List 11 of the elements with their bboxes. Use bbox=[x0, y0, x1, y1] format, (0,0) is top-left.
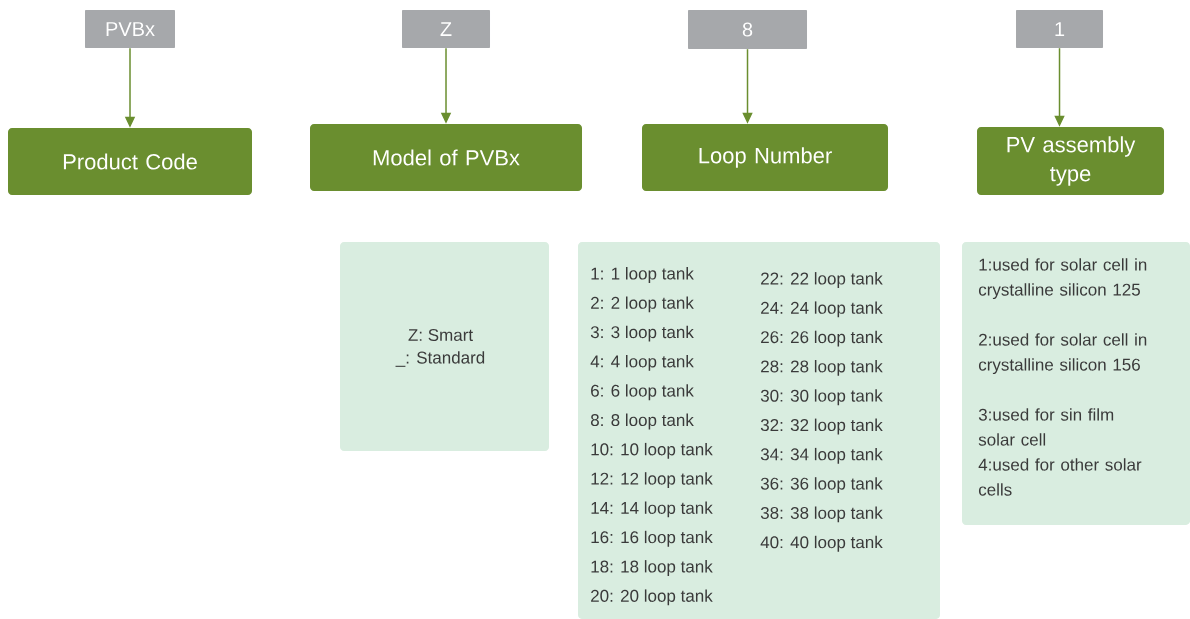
tag-box: Z bbox=[402, 10, 490, 48]
category-box: PV assembly type bbox=[977, 127, 1164, 195]
tag-box: 8 bbox=[688, 10, 807, 49]
option-panel: 1:used for solar cell in crystalline silicon 125 2:used for solar cell in crystalline silicon 156 3:used for sin film solar cell 4:used for other solar cells bbox=[962, 242, 1190, 525]
option-panel: Z: Smart _: Standard bbox=[340, 242, 549, 451]
tag-box: 1 bbox=[1016, 10, 1103, 48]
tag-box: PVBx bbox=[85, 10, 175, 48]
option-panel: 1: 1 loop tank 2: 2 loop tank 3: 3 loop tank 4: 4 loop tank 6: 6 loop tank 8: 8 loop tank 10: 10 loop tank 12: 12 loop tank 14: 14 loop tank 16: 16 loop tank 18: 18 loop tank 20: 20 loop tank 22: 22 loop tank 24: 24 loop tank 26: 26 loop tank 28: 28 loop tank 30: 30 loop tank 32: 32 loop tank 34: 34 loop tank 36: 36 loop tank 38: 38 loop tank 40: 40 loop tank bbox=[578, 242, 940, 619]
category-box: Model of PVBx bbox=[310, 124, 582, 191]
category-box: Loop Number bbox=[642, 124, 888, 191]
category-box: Product Code bbox=[8, 128, 252, 195]
